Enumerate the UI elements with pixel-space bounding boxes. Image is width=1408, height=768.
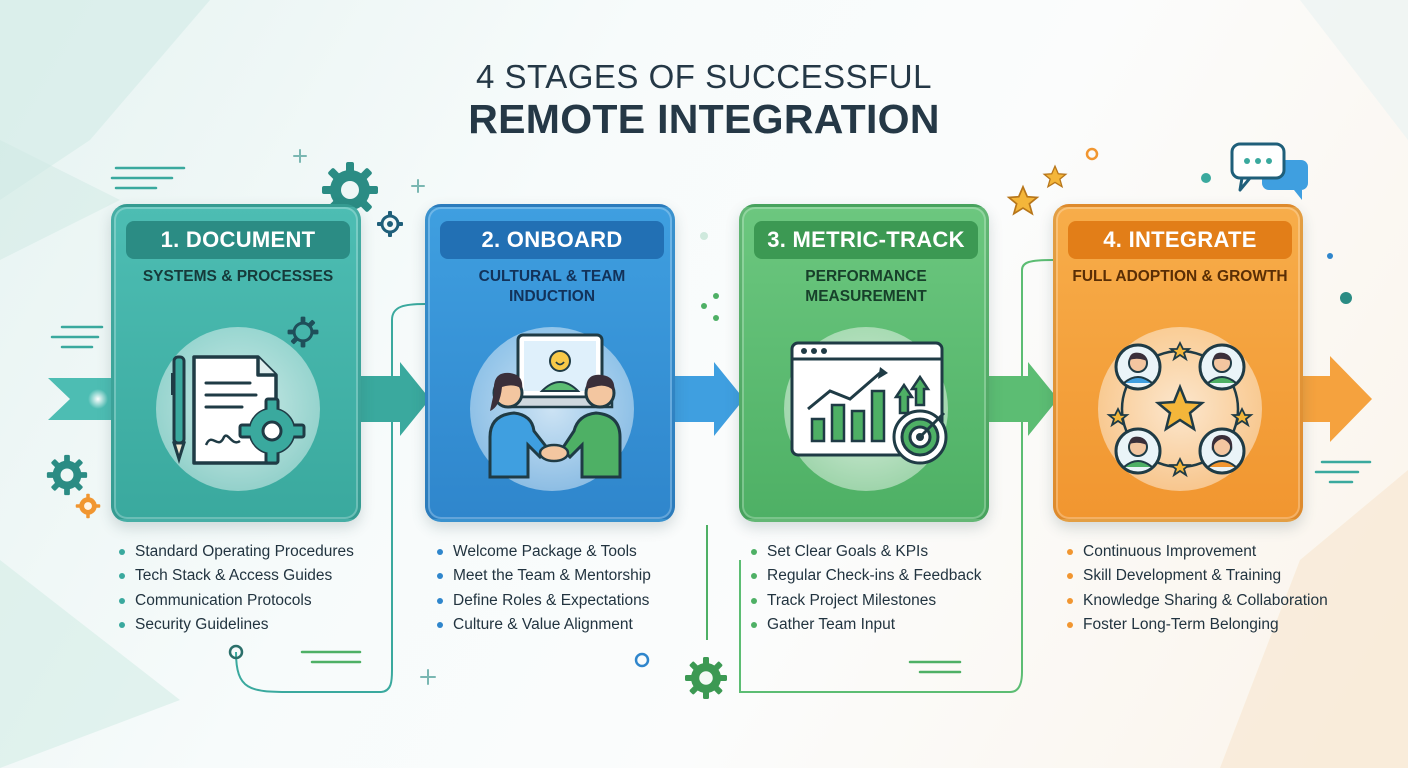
gear-icon [75,493,101,519]
list-item: Set Clear Goals & KPIs [751,540,982,564]
stage-subtitle: CULTURAL & TEAM INDUCTION [478,268,626,305]
list-item: Foster Long-Term Belonging [1067,613,1328,637]
stage-label: 2. ONBOARD [440,221,664,259]
stage-subtitle: SYSTEMS & PROCESSES [142,268,334,285]
stage-bullets-onboard: Welcome Package & Tools Meet the Team & … [437,540,651,637]
chat-bubble-icon [1230,142,1308,200]
stage-label: 4. INTEGRATE [1068,221,1292,259]
stage-illustration [784,327,948,491]
star-icon [1006,184,1040,216]
stage-illustration [1098,327,1262,491]
stage-card-onboard: 2. ONBOARD CULTURAL & TEAM INDUCTION [425,204,675,522]
list-item: Continuous Improvement [1067,540,1328,564]
title-line-1: 4 STAGES OF SUCCESSFUL [476,58,932,95]
gear-icon [46,454,88,496]
list-item: Culture & Value Alignment [437,613,651,637]
list-item: Standard Operating Procedures [119,540,354,564]
analytics-target-icon [790,341,948,465]
stage-bullets-integrate: Continuous Improvement Skill Development… [1067,540,1328,637]
list-item: Gather Team Input [751,613,982,637]
gear-icon [287,316,319,348]
list-item: Communication Protocols [119,589,354,613]
list-item: Knowledge Sharing & Collaboration [1067,589,1328,613]
stage-card-document: 1. DOCUMENT SYSTEMS & PROCESSES [111,204,361,522]
stage-label: 3. METRIC-TRACK [754,221,978,259]
gear-icon [377,211,403,237]
handshake-icon [488,333,622,479]
list-item: Security Guidelines [119,613,354,637]
list-item: Regular Check-ins & Feedback [751,564,982,588]
stage-card-integrate: 4. INTEGRATE FULL ADOPTION & GROWTH [1053,204,1303,522]
list-item: Define Roles & Expectations [437,589,651,613]
title-line-2: REMOTE INTEGRATION [468,96,940,142]
list-item: Track Project Milestones [751,589,982,613]
stage-illustration [156,327,320,491]
stage-card-metric-track: 3. METRIC-TRACK PERFORMANCE MEASUREMENT [739,204,989,522]
list-item: Tech Stack & Access Guides [119,564,354,588]
stage-subtitle: PERFORMANCE MEASUREMENT [805,268,927,305]
stage-label: 1. DOCUMENT [126,221,350,259]
list-item: Welcome Package & Tools [437,540,651,564]
flow-arrow [48,356,1372,442]
team-network-icon [1106,340,1254,478]
document-gear-icon [171,355,306,465]
stage-subtitle: FULL ADOPTION & GROWTH [1072,268,1288,285]
stage-bullets-metric-track: Set Clear Goals & KPIs Regular Check-ins… [751,540,982,637]
gear-icon [685,657,727,699]
stage-illustration [470,327,634,491]
stage-bullets-document: Standard Operating Procedures Tech Stack… [119,540,354,637]
list-item: Meet the Team & Mentorship [437,564,651,588]
list-item: Skill Development & Training [1067,564,1328,588]
star-icon [1042,164,1068,189]
